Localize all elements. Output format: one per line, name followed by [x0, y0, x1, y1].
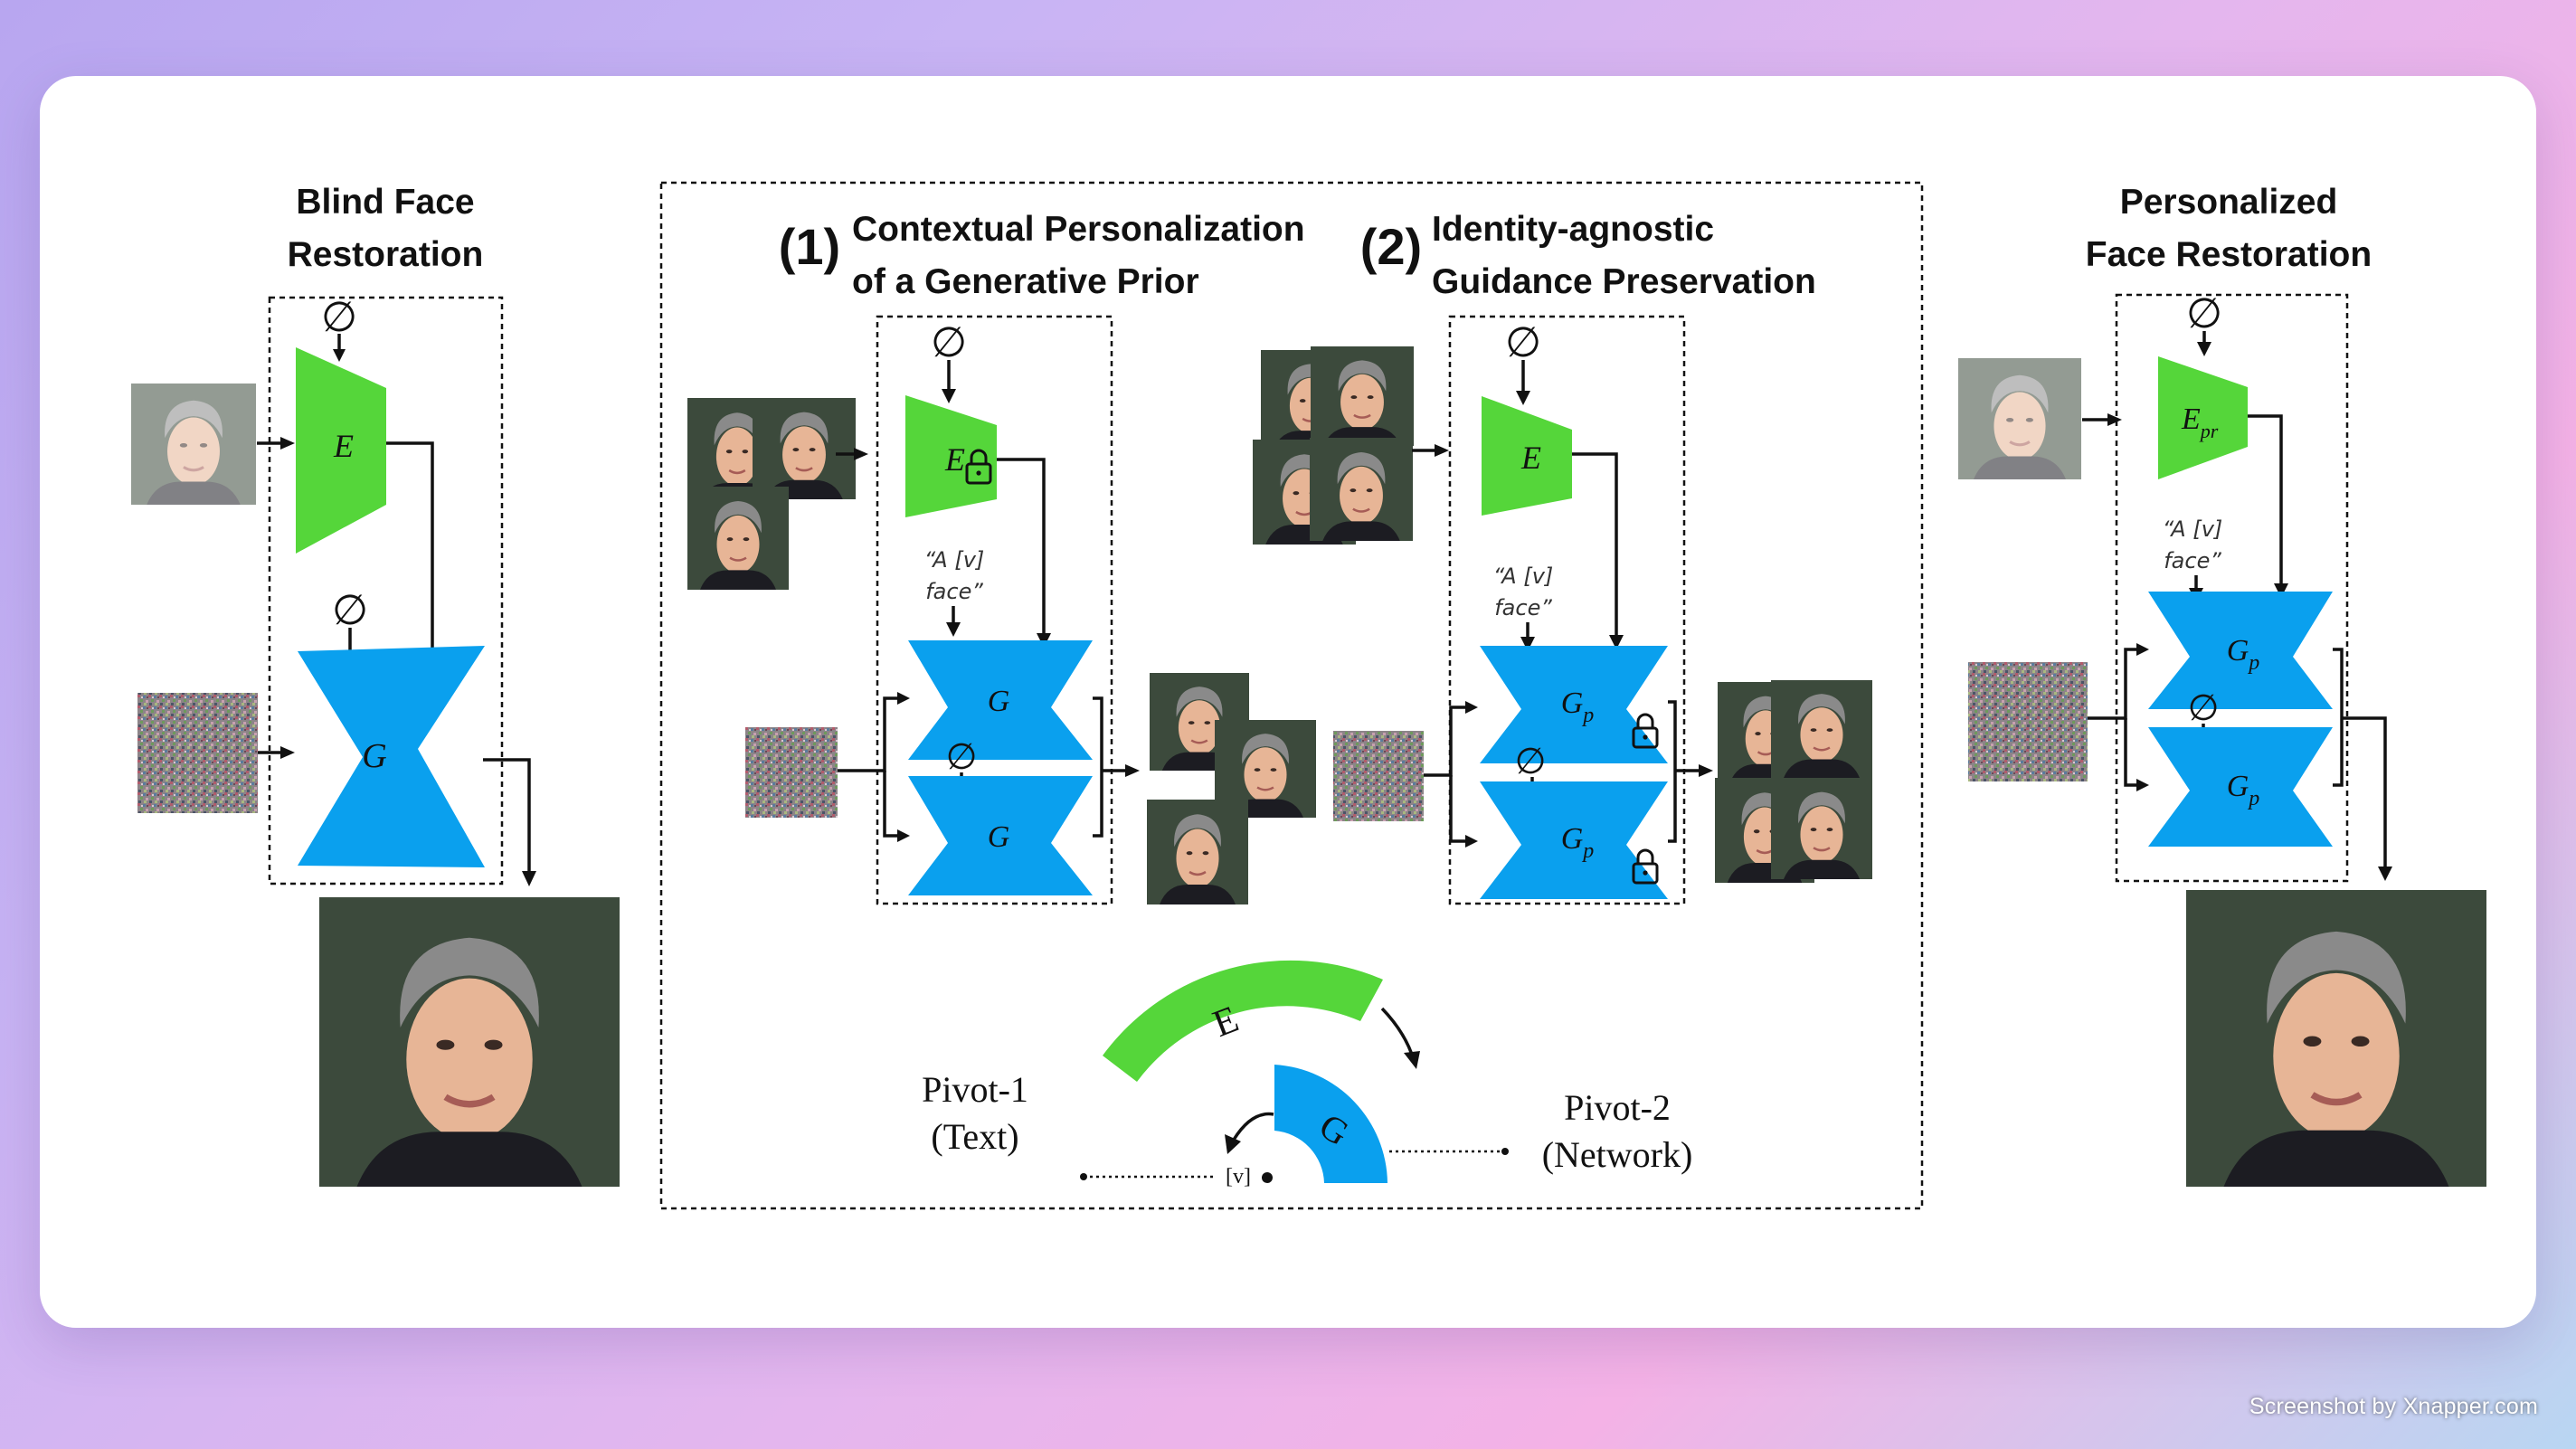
pivot1-label-line2: (Text)	[931, 1116, 1018, 1157]
empty-set-icon: ∅	[332, 587, 368, 633]
empty-set-icon: ∅	[931, 319, 967, 365]
prompt-text-line1: “A [v]	[2163, 516, 2223, 542]
panel-method: (1) Contextual Personalization of a Gene…	[659, 181, 1924, 1210]
generator-p-label: Gp	[2227, 770, 2260, 810]
prompt-text-line2: face”	[925, 579, 983, 604]
personalized-restored-face-image	[2186, 890, 2486, 1187]
empty-set-icon: ∅	[321, 294, 357, 340]
personalized-title-line2: Face Restoration	[2086, 235, 2372, 274]
encoder-shape	[296, 347, 386, 554]
step2-title-line2: Guidance Preservation	[1432, 262, 1816, 301]
panel-personalized-restoration: Personalized Face Restoration ∅ Epr “A […	[1958, 183, 2486, 1187]
token-label: [v]	[1226, 1165, 1251, 1189]
empty-set-icon: ∅	[1515, 741, 1547, 781]
encoder-label: E	[944, 441, 965, 478]
generator-label: G	[362, 737, 386, 775]
step1-model-box	[876, 315, 1113, 905]
encoder-label: E	[1520, 440, 1541, 476]
personalized-generator-shape	[2148, 727, 2333, 847]
generator-label: G	[988, 820, 1010, 854]
noise-image	[137, 693, 258, 813]
pivot2-label-line2: (Network)	[1542, 1134, 1693, 1175]
personalized-title-line1: Personalized	[2120, 183, 2338, 222]
identity-reference-images	[687, 398, 856, 590]
xnapper-credit: Screenshot by Xnapper.com	[2249, 1394, 2538, 1419]
generator-p-label: Gp	[2227, 634, 2260, 675]
noise-image	[1333, 731, 1424, 821]
pivot-diagram: E G Pivot-1 (Text) Pivot-2 (Network) [v]	[922, 960, 1693, 1189]
generator-arc	[1274, 1065, 1387, 1183]
prompt-text-line1: “A [v]	[1493, 564, 1554, 589]
empty-set-icon: ∅	[2186, 290, 2222, 336]
empty-set-icon: ∅	[1505, 319, 1541, 365]
method-box	[659, 181, 1924, 1210]
noise-image	[745, 727, 838, 818]
frozen-encoder-shape	[905, 395, 997, 517]
blind-model-box	[268, 296, 504, 886]
empty-set-icon: ∅	[2188, 687, 2220, 728]
step1-title-line2: of a Generative Prior	[852, 262, 1199, 301]
encoder-pr-label: Epr	[2181, 402, 2219, 442]
noise-image	[1968, 662, 2088, 781]
generator-shape	[298, 646, 485, 867]
other-identity-images	[1253, 346, 1414, 545]
personalized-encoder-shape	[2158, 356, 2248, 479]
method-diagram: Blind Face Restoration ∅ E ∅ G (1) Conte…	[40, 181, 2536, 1328]
personalized-output-images	[1147, 673, 1316, 904]
step1-number: (1)	[779, 218, 840, 275]
prompt-text-line2: face”	[1494, 595, 1552, 620]
step2-title-line1: Identity-agnostic	[1432, 210, 1714, 249]
encoder-arc	[1103, 960, 1383, 1082]
generator-shape	[908, 776, 1093, 895]
restored-face-image	[319, 897, 620, 1187]
other-identity-output-images	[1715, 680, 1872, 883]
personalized-generator-shape	[1480, 646, 1668, 763]
prompt-text-line2: face”	[2164, 548, 2221, 573]
encoder-shape	[1482, 396, 1572, 516]
prompt-text-line1: “A [v]	[924, 547, 985, 573]
step2-model-box	[1448, 315, 1686, 905]
personalized-generator-shape	[1480, 781, 1668, 899]
step1-title-line1: Contextual Personalization	[852, 210, 1305, 249]
degraded-face-image	[1958, 358, 2081, 479]
empty-set-icon: ∅	[946, 736, 978, 777]
encoder-label: E	[333, 428, 354, 464]
blind-face-title-line2: Restoration	[288, 235, 484, 274]
panel-blind-face-restoration: Blind Face Restoration ∅ E ∅ G	[131, 183, 620, 1187]
blind-face-title-line1: Blind Face	[296, 183, 474, 222]
degraded-face-image	[131, 384, 256, 505]
generator-p-label: Gp	[1561, 822, 1595, 863]
pivot1-label-line1: Pivot-1	[922, 1069, 1028, 1110]
personalized-generator-shape	[2148, 592, 2333, 709]
step2-number: (2)	[1360, 218, 1422, 275]
pivot2-label-line1: Pivot-2	[1564, 1087, 1671, 1128]
generator-label: G	[988, 685, 1010, 718]
figure-card: Blind Face Restoration ∅ E ∅ G (1) Conte…	[40, 76, 2536, 1328]
generator-shape	[908, 640, 1093, 760]
generator-p-label: Gp	[1561, 687, 1595, 727]
